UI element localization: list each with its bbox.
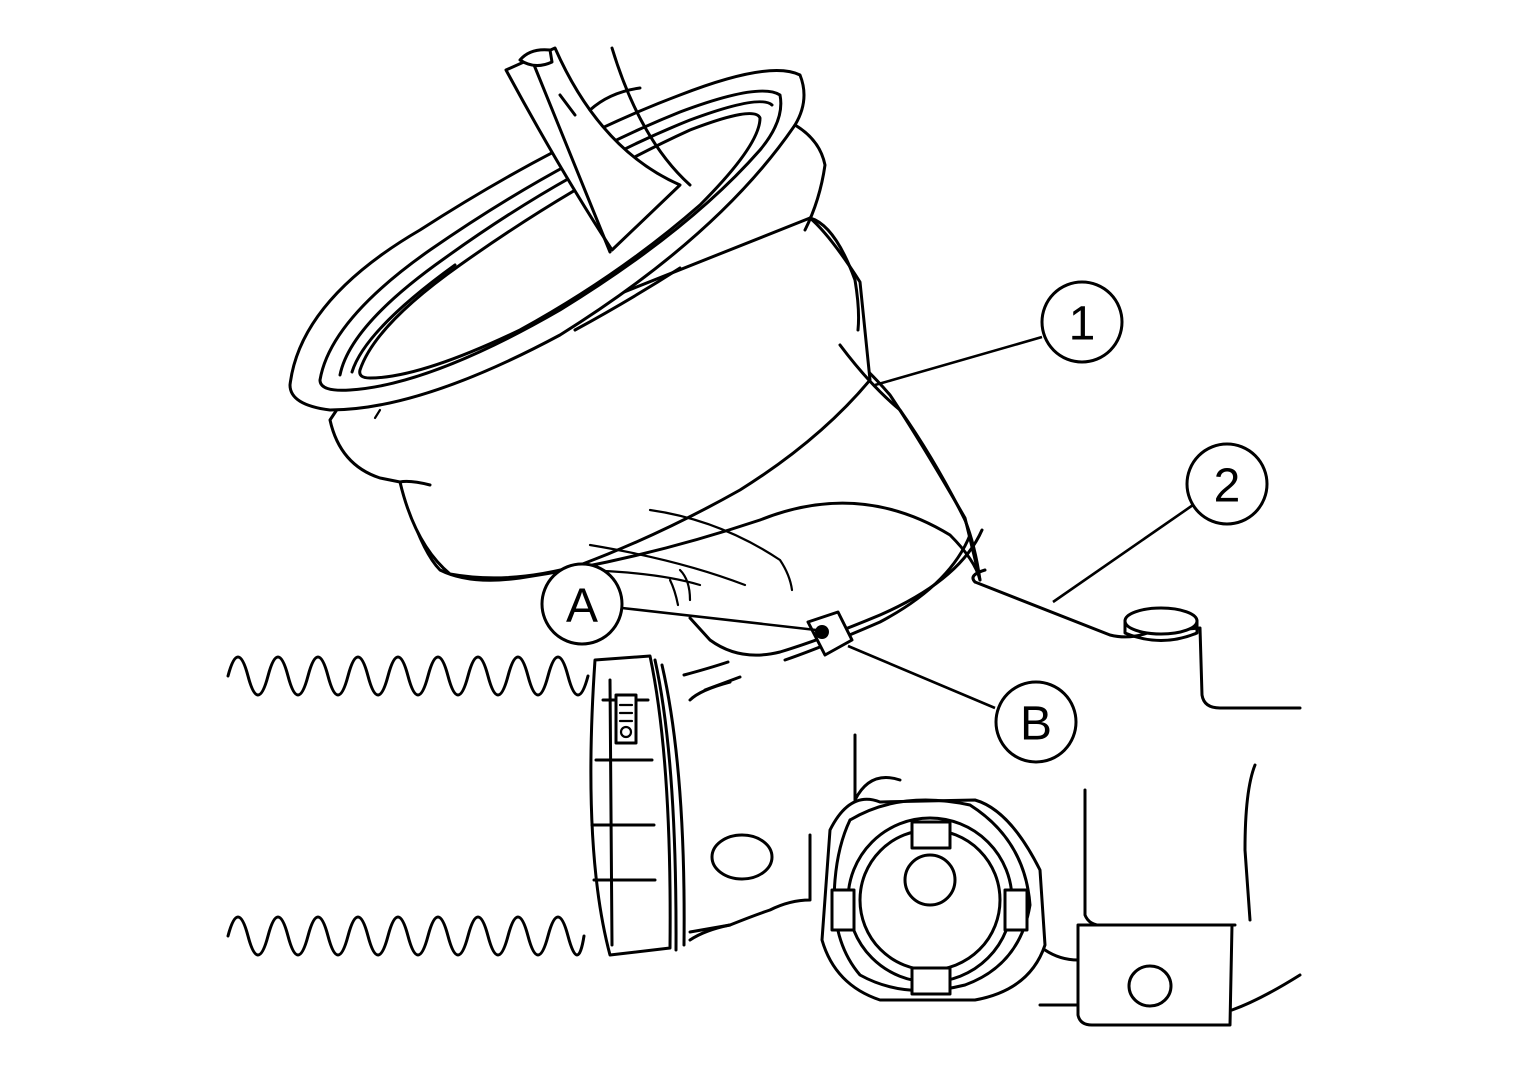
clamp-point-a [815, 625, 829, 639]
callout-1-label: 1 [1069, 298, 1096, 351]
pinion-port [820, 797, 1047, 1002]
rack-end-ring [589, 654, 732, 957]
mount-hole [1127, 964, 1173, 1008]
boot-clamp [688, 528, 984, 662]
clamp-buckle [806, 610, 854, 657]
callout-b: B [994, 680, 1078, 764]
steering-boot [288, 69, 982, 607]
callout-a-label: A [566, 580, 598, 633]
housing-hole [710, 833, 774, 881]
filler-plug [1123, 606, 1199, 636]
callout-2: 2 [1185, 442, 1269, 526]
leader-b [847, 644, 996, 710]
callout-1: 1 [1040, 280, 1124, 364]
inner-shaft [504, 46, 692, 254]
callout-2-label: 2 [1214, 460, 1241, 513]
leader-lines [621, 335, 1194, 710]
leader-a [621, 606, 817, 632]
callout-a: A [540, 562, 624, 646]
leader-1 [874, 335, 1043, 387]
break-lines [226, 655, 590, 957]
leader-2 [1052, 503, 1194, 604]
callout-b-label: B [1020, 698, 1052, 751]
gear-housing [688, 568, 1302, 1027]
pinion-hole [903, 853, 957, 907]
